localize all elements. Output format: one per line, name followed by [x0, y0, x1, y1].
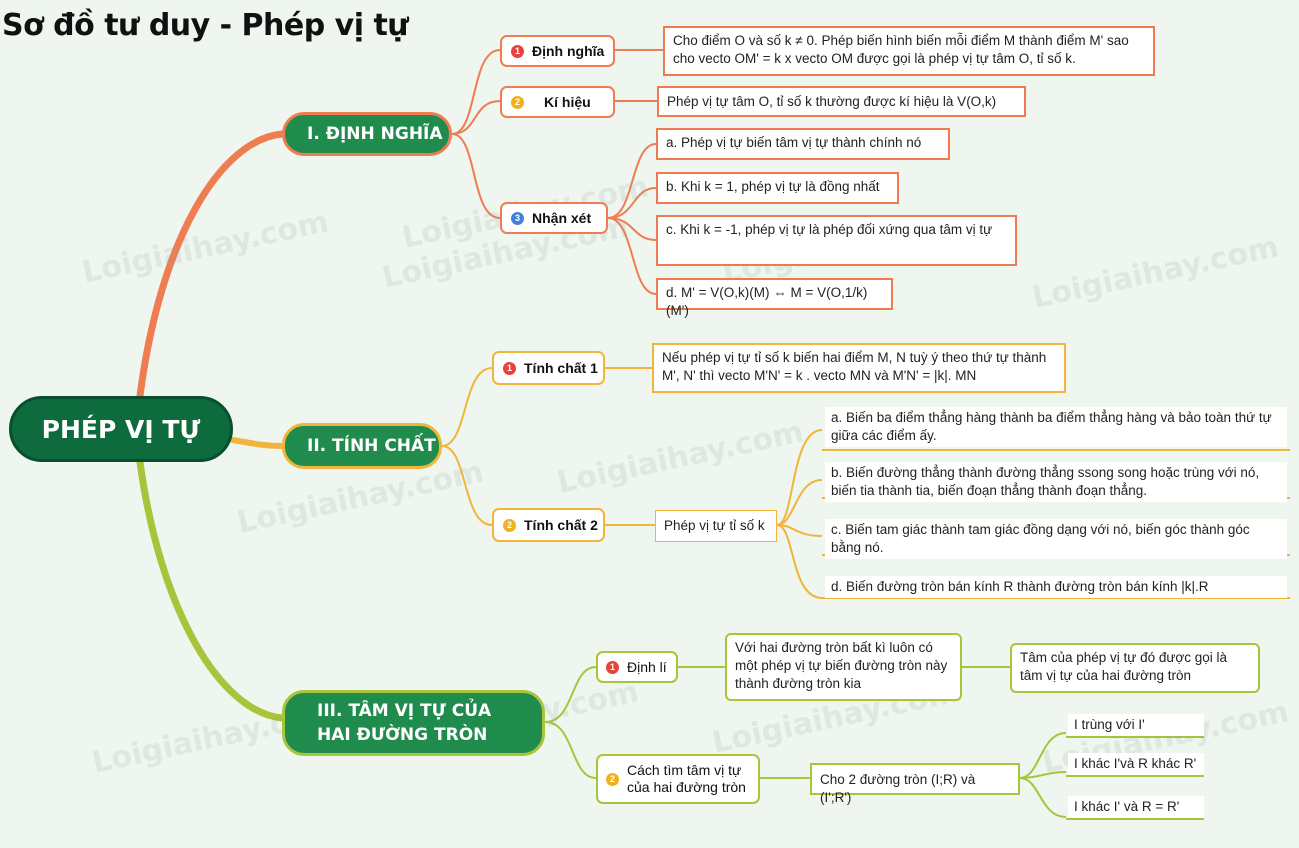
property-2-item-b: b. Biến đường thẳng thành đường thẳng ss…	[825, 462, 1287, 502]
notation-box: Phép vị tự tâm O, tỉ số k thường được kí…	[657, 86, 1026, 117]
branch-line-s2	[230, 437, 285, 449]
root-node[interactable]: PHÉP VỊ TỰ	[9, 396, 233, 462]
number-badge: 2	[503, 518, 516, 532]
case-1-item: I trùng với I'	[1068, 714, 1204, 736]
page-title: Sơ đồ tư duy - Phép vị tự	[2, 8, 409, 43]
section-1-node[interactable]: I. ĐỊNH NGHĨA	[282, 112, 452, 156]
branch-line-s3	[136, 458, 286, 722]
number-badge: 3	[511, 211, 524, 225]
property-2-item-a: a. Biến ba điểm thẳng hàng thành ba điểm…	[825, 407, 1287, 447]
branch-line-s1	[136, 130, 286, 400]
theorem-box: Với hai đường tròn bất kì luôn có một ph…	[725, 633, 962, 701]
two-circles-box: Cho 2 đường tròn (I;R) và (I';R')	[810, 763, 1020, 805]
node-label: Kí hiệu	[544, 94, 591, 110]
case-3-item: I khác I' và R = R'	[1068, 796, 1204, 818]
node-dinh-nghia[interactable]: 1 Định nghĩa	[500, 35, 615, 67]
remark-a-box: a. Phép vị tự biến tâm vị tự thành chính…	[656, 128, 950, 160]
definition-box: Cho điểm O và số k ≠ 0. Phép biến hình b…	[663, 26, 1155, 76]
node-cach-tim[interactable]: 2 Cách tìm tâm vị tự của hai đường tròn	[596, 754, 760, 804]
number-badge: 1	[511, 44, 524, 58]
node-tinh-chat-1[interactable]: 1 Tính chất 1	[492, 351, 605, 385]
property-2-item-d: d. Biến đường tròn bán kính R thành đườn…	[825, 576, 1287, 598]
node-label: Tính chất 2	[524, 517, 598, 533]
property-2-mid-box: Phép vị tự tỉ số k	[655, 510, 777, 542]
node-nhan-xet[interactable]: 3 Nhận xét	[500, 202, 608, 234]
node-label: Định nghĩa	[532, 43, 605, 59]
remark-b-box: b. Khi k = 1, phép vị tự là đồng nhất	[656, 172, 899, 204]
node-dinh-li[interactable]: 1 Định lí	[596, 651, 678, 683]
remark-c-box: c. Khi k = -1, phép vị tự là phép đối xứ…	[656, 215, 1017, 266]
section-2-node[interactable]: II. TÍNH CHẤT	[282, 423, 442, 469]
node-ki-hieu[interactable]: 2 Kí hiệu	[500, 86, 615, 118]
number-badge: 2	[511, 95, 524, 109]
property-2-item-c: c. Biến tam giác thành tam giác đồng dạn…	[825, 519, 1287, 559]
node-tinh-chat-2[interactable]: 2 Tính chất 2	[492, 508, 605, 542]
node-label: Tính chất 1	[524, 360, 598, 376]
number-badge: 2	[606, 772, 619, 786]
case-2-item: I khác I'và R khác R'	[1068, 753, 1204, 775]
number-badge: 1	[606, 660, 619, 674]
node-label: Định lí	[627, 659, 667, 675]
remark-d-box: d. M' = V(O,k)(M) ⇔ M = V(O,1/k)(M')	[656, 278, 893, 318]
property-1-box: Nếu phép vị tự tỉ số k biến hai điểm M, …	[652, 343, 1066, 393]
number-badge: 1	[503, 361, 516, 375]
theorem-result-box: Tâm của phép vị tự đó được gọi là tâm vị…	[1010, 643, 1260, 693]
node-label: Nhận xét	[532, 210, 592, 226]
section-3-node[interactable]: III. TÂM VỊ TỰ CỦA HAI ĐƯỜNG TRÒN	[282, 690, 545, 756]
node-label: Cách tìm tâm vị tự của hai đường tròn	[627, 762, 746, 795]
